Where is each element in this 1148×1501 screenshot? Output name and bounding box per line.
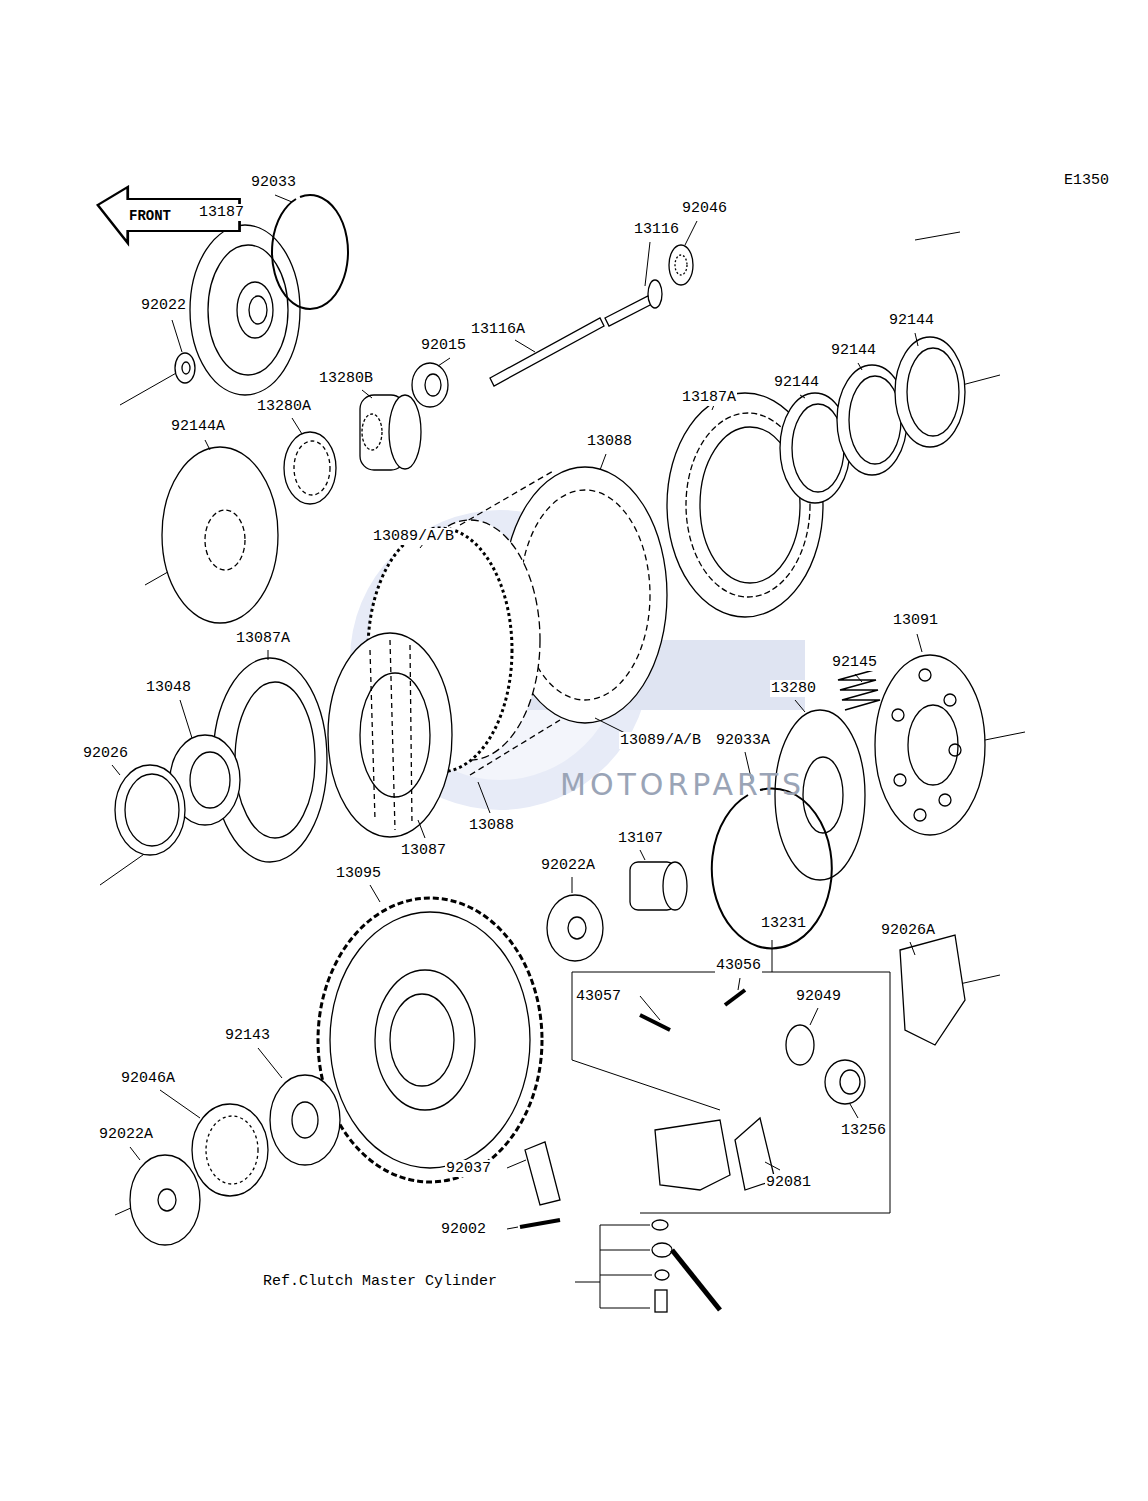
callout-number: 13280B xyxy=(318,370,374,387)
callout-number: 92081 xyxy=(765,1174,812,1191)
callout-number: 92046A xyxy=(120,1070,176,1087)
callout-number: 13091 xyxy=(892,612,939,629)
callout-number: 13116 xyxy=(633,221,680,238)
callout-number: 13088 xyxy=(586,433,633,450)
callout-number: 92145 xyxy=(831,654,878,671)
callout-number: 13095 xyxy=(335,865,382,882)
direction-label: FRONT xyxy=(129,208,171,224)
callout-number: 13107 xyxy=(617,830,664,847)
watermark: MOTORPARTS xyxy=(560,768,805,802)
callout-number: 43057 xyxy=(575,988,622,1005)
callout-number: 13116A xyxy=(470,321,526,338)
callout-number: 92144 xyxy=(773,374,820,391)
callout-number: 92026A xyxy=(880,922,936,939)
callout-number: 13187 xyxy=(198,204,245,221)
callout-number: 92049 xyxy=(795,988,842,1005)
callout-number: 92022A xyxy=(98,1126,154,1143)
callout-number: 92026 xyxy=(82,745,129,762)
callout-number: 13231 xyxy=(760,915,807,932)
callout-number: 92033 xyxy=(250,174,297,191)
callout-number: 13089/A/B xyxy=(372,528,455,545)
callout-number: 13187A xyxy=(681,389,737,406)
callout-number: 92046 xyxy=(681,200,728,217)
figure-code: E1350 xyxy=(1063,172,1110,189)
callout-number: 13280 xyxy=(770,680,817,697)
callout-number: 43056 xyxy=(715,957,762,974)
callout-number: 13048 xyxy=(145,679,192,696)
callout-number: 92033A xyxy=(715,732,771,749)
callout-number: 13089/A/B xyxy=(619,732,702,749)
callout-number: 13087A xyxy=(235,630,291,647)
callout-number: 92002 xyxy=(440,1221,487,1238)
callout-number: 13280A xyxy=(256,398,312,415)
callout-number: 92022 xyxy=(140,297,187,314)
callout-number: 13087 xyxy=(400,842,447,859)
callout-number: 92144 xyxy=(888,312,935,329)
callout-number: 92144A xyxy=(170,418,226,435)
callout-number: 13256 xyxy=(840,1122,887,1139)
callout-number: 13088 xyxy=(468,817,515,834)
callout-number: 92022A xyxy=(540,857,596,874)
callout-number: 92143 xyxy=(224,1027,271,1044)
callout-number: 92037 xyxy=(445,1160,492,1177)
reference-note: Ref.Clutch Master Cylinder xyxy=(262,1273,498,1290)
leader-line xyxy=(112,195,922,1229)
callout-number: 92015 xyxy=(420,337,467,354)
callout-number: 92144 xyxy=(830,342,877,359)
